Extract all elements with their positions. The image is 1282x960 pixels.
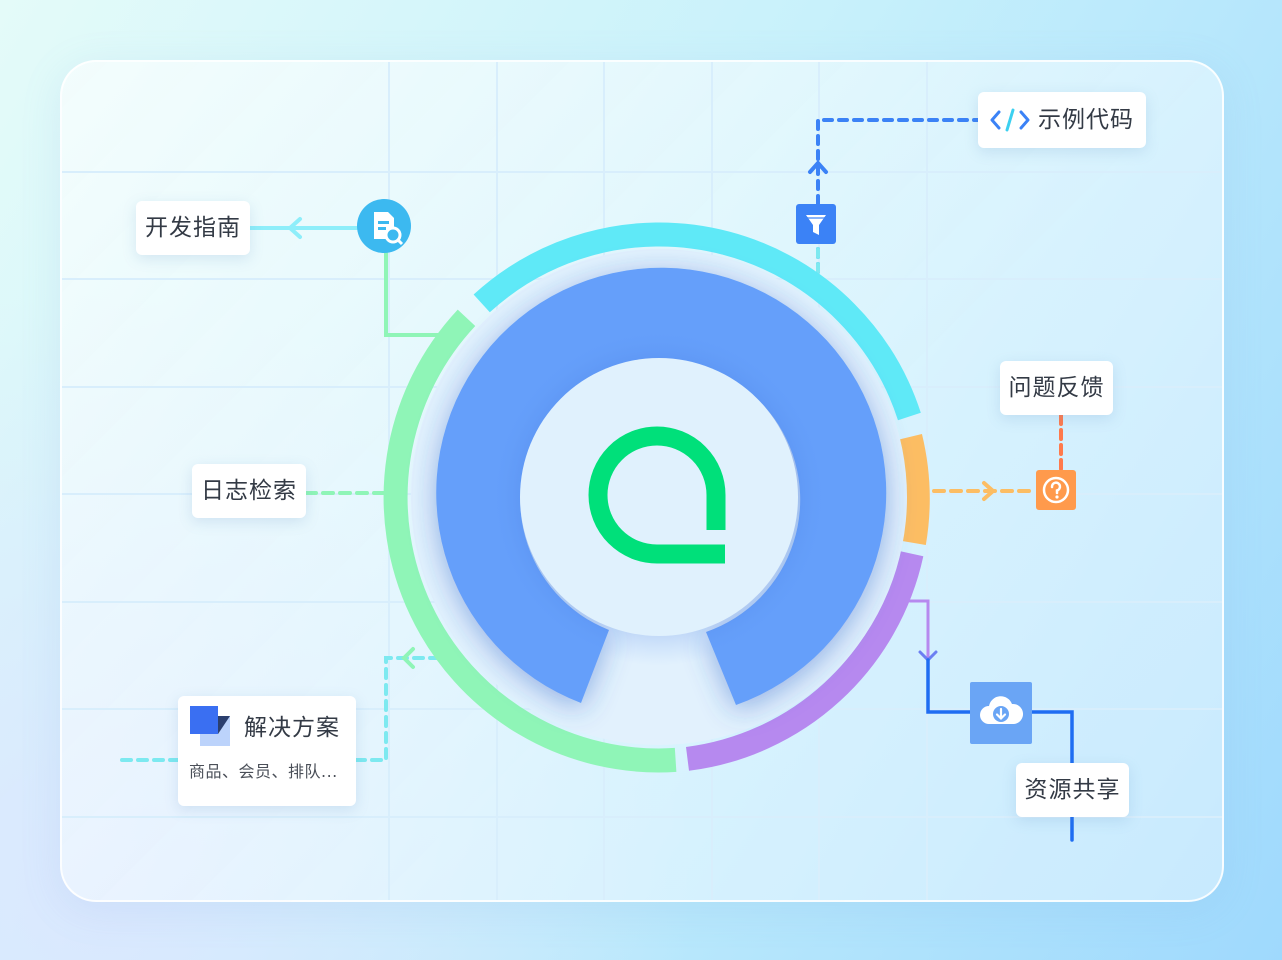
dev-guide-label: 开发指南 <box>145 214 241 241</box>
code-brackets-icon <box>990 107 1030 133</box>
solutions-subtitle: 商品、会员、排队... <box>189 762 338 781</box>
connector-feedback-arrow <box>982 481 997 501</box>
sample-code-label: 示例代码 <box>1038 106 1134 133</box>
funnel-icon[interactable] <box>796 204 836 244</box>
arc-green <box>383 309 677 773</box>
dev-guide-card[interactable]: 开发指南 <box>136 201 250 255</box>
arc-cyan <box>473 222 921 421</box>
connector-dev-guide-down <box>384 251 442 337</box>
sample-code-card[interactable]: 示例代码 <box>978 92 1146 148</box>
log-search-card[interactable]: 日志检索 <box>192 464 306 518</box>
hub-center <box>520 358 798 636</box>
connector-resource-purple <box>908 599 930 662</box>
resource-share-card[interactable]: 资源共享 <box>1016 763 1129 817</box>
connector-sample-code-arrow <box>808 159 828 174</box>
q-logo-icon <box>588 426 726 564</box>
connector-solutions-arrow <box>401 647 415 669</box>
solutions-card[interactable]: 解决方案 商品、会员、排队... <box>178 696 356 806</box>
connector-dev-guide-arrow <box>287 217 302 239</box>
stacked-squares-icon <box>188 704 232 753</box>
connector-solutions <box>120 656 442 762</box>
solutions-title: 解决方案 <box>244 714 340 741</box>
feedback-label: 问题反馈 <box>1008 374 1105 401</box>
resource-share-label: 资源共享 <box>1024 776 1121 803</box>
feedback-card[interactable]: 问题反馈 <box>1000 361 1113 415</box>
document-search-icon[interactable] <box>357 199 411 253</box>
log-search-label: 日志检索 <box>201 477 297 504</box>
arc-purple <box>685 551 924 771</box>
question-mark-icon[interactable] <box>1036 470 1076 510</box>
connector-resource-blue <box>926 658 1074 842</box>
solutions-header: 解决方案 <box>188 704 340 753</box>
connector-sample-code <box>816 118 980 274</box>
cloud-download-icon[interactable] <box>970 682 1032 744</box>
arc-orange <box>898 433 930 546</box>
